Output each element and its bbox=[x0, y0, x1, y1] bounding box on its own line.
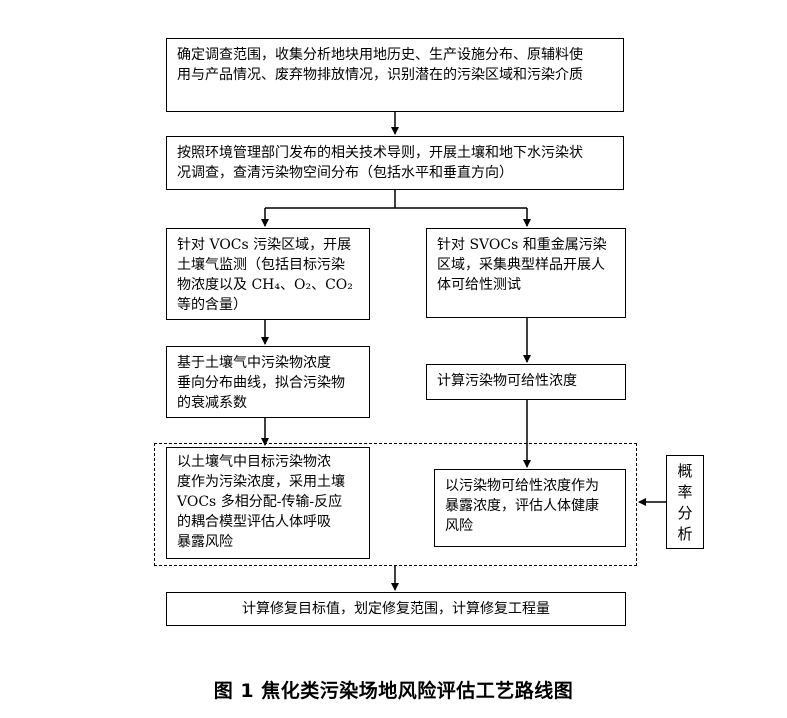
left3-text: 以土壤气中目标污染物浓 度作为污染浓度，采用土壤 VOCs 多相分配-传输-反应… bbox=[177, 454, 345, 550]
side-char-4: 析 bbox=[677, 525, 693, 543]
probability-analysis-box: 概 率 分 析 bbox=[666, 455, 704, 549]
right2-box: 计算污染物可给性浓度 bbox=[426, 364, 626, 400]
left1-text: 针对 VOCs 污染区域，开展 土壤气监测（包括目标污染 物浓度以及 CH₄、O… bbox=[177, 237, 353, 313]
left2-box: 基于土壤气中污染物浓度 垂向分布曲线，拟合污染物 的衰减系数 bbox=[166, 346, 370, 418]
right3-text: 以污染物可给性浓度作为 暴露浓度，评估人体健康 风险 bbox=[445, 478, 599, 534]
right1-box: 针对 SVOCs 和重金属污染 区域，采集典型样品开展人 体可给性测试 bbox=[426, 228, 626, 318]
left1-box: 针对 VOCs 污染区域，开展 土壤气监测（包括目标污染 物浓度以及 CH₄、O… bbox=[166, 228, 370, 320]
dashed-group bbox=[154, 443, 637, 566]
left3-box: 以土壤气中目标污染物浓 度作为污染浓度，采用土壤 VOCs 多相分配-传输-反应… bbox=[166, 447, 370, 559]
left2-text: 基于土壤气中污染物浓度 垂向分布曲线，拟合污染物 的衰减系数 bbox=[177, 355, 345, 411]
side-char-1: 概 bbox=[677, 462, 693, 480]
side-char-2: 率 bbox=[677, 483, 693, 501]
right1-text: 针对 SVOCs 和重金属污染 区域，采集典型样品开展人 体可给性测试 bbox=[437, 237, 607, 293]
right2-text: 计算污染物可给性浓度 bbox=[437, 373, 577, 389]
final-box: 计算修复目标值，划定修复范围，计算修复工程量 bbox=[166, 592, 626, 626]
side-char-3: 分 bbox=[677, 504, 693, 522]
right3-box: 以污染物可给性浓度作为 暴露浓度，评估人体健康 风险 bbox=[434, 469, 626, 547]
step1-text: 确定调查范围，收集分析地块用地历史、生产设施分布、原辅料使 用与产品情况、废弃物… bbox=[177, 47, 583, 83]
step2-box: 按照环境管理部门发布的相关技术导则，开展土壤和地下水污染状 况调查，查清污染物空… bbox=[166, 136, 624, 190]
step1-box: 确定调查范围，收集分析地块用地历史、生产设施分布、原辅料使 用与产品情况、废弃物… bbox=[166, 38, 624, 112]
final-text: 计算修复目标值，划定修复范围，计算修复工程量 bbox=[242, 601, 550, 617]
figure-caption: 图 1 焦化类污染场地风险评估工艺路线图 bbox=[213, 680, 574, 702]
step2-text: 按照环境管理部门发布的相关技术导则，开展土壤和地下水污染状 况调查，查清污染物空… bbox=[177, 145, 583, 181]
